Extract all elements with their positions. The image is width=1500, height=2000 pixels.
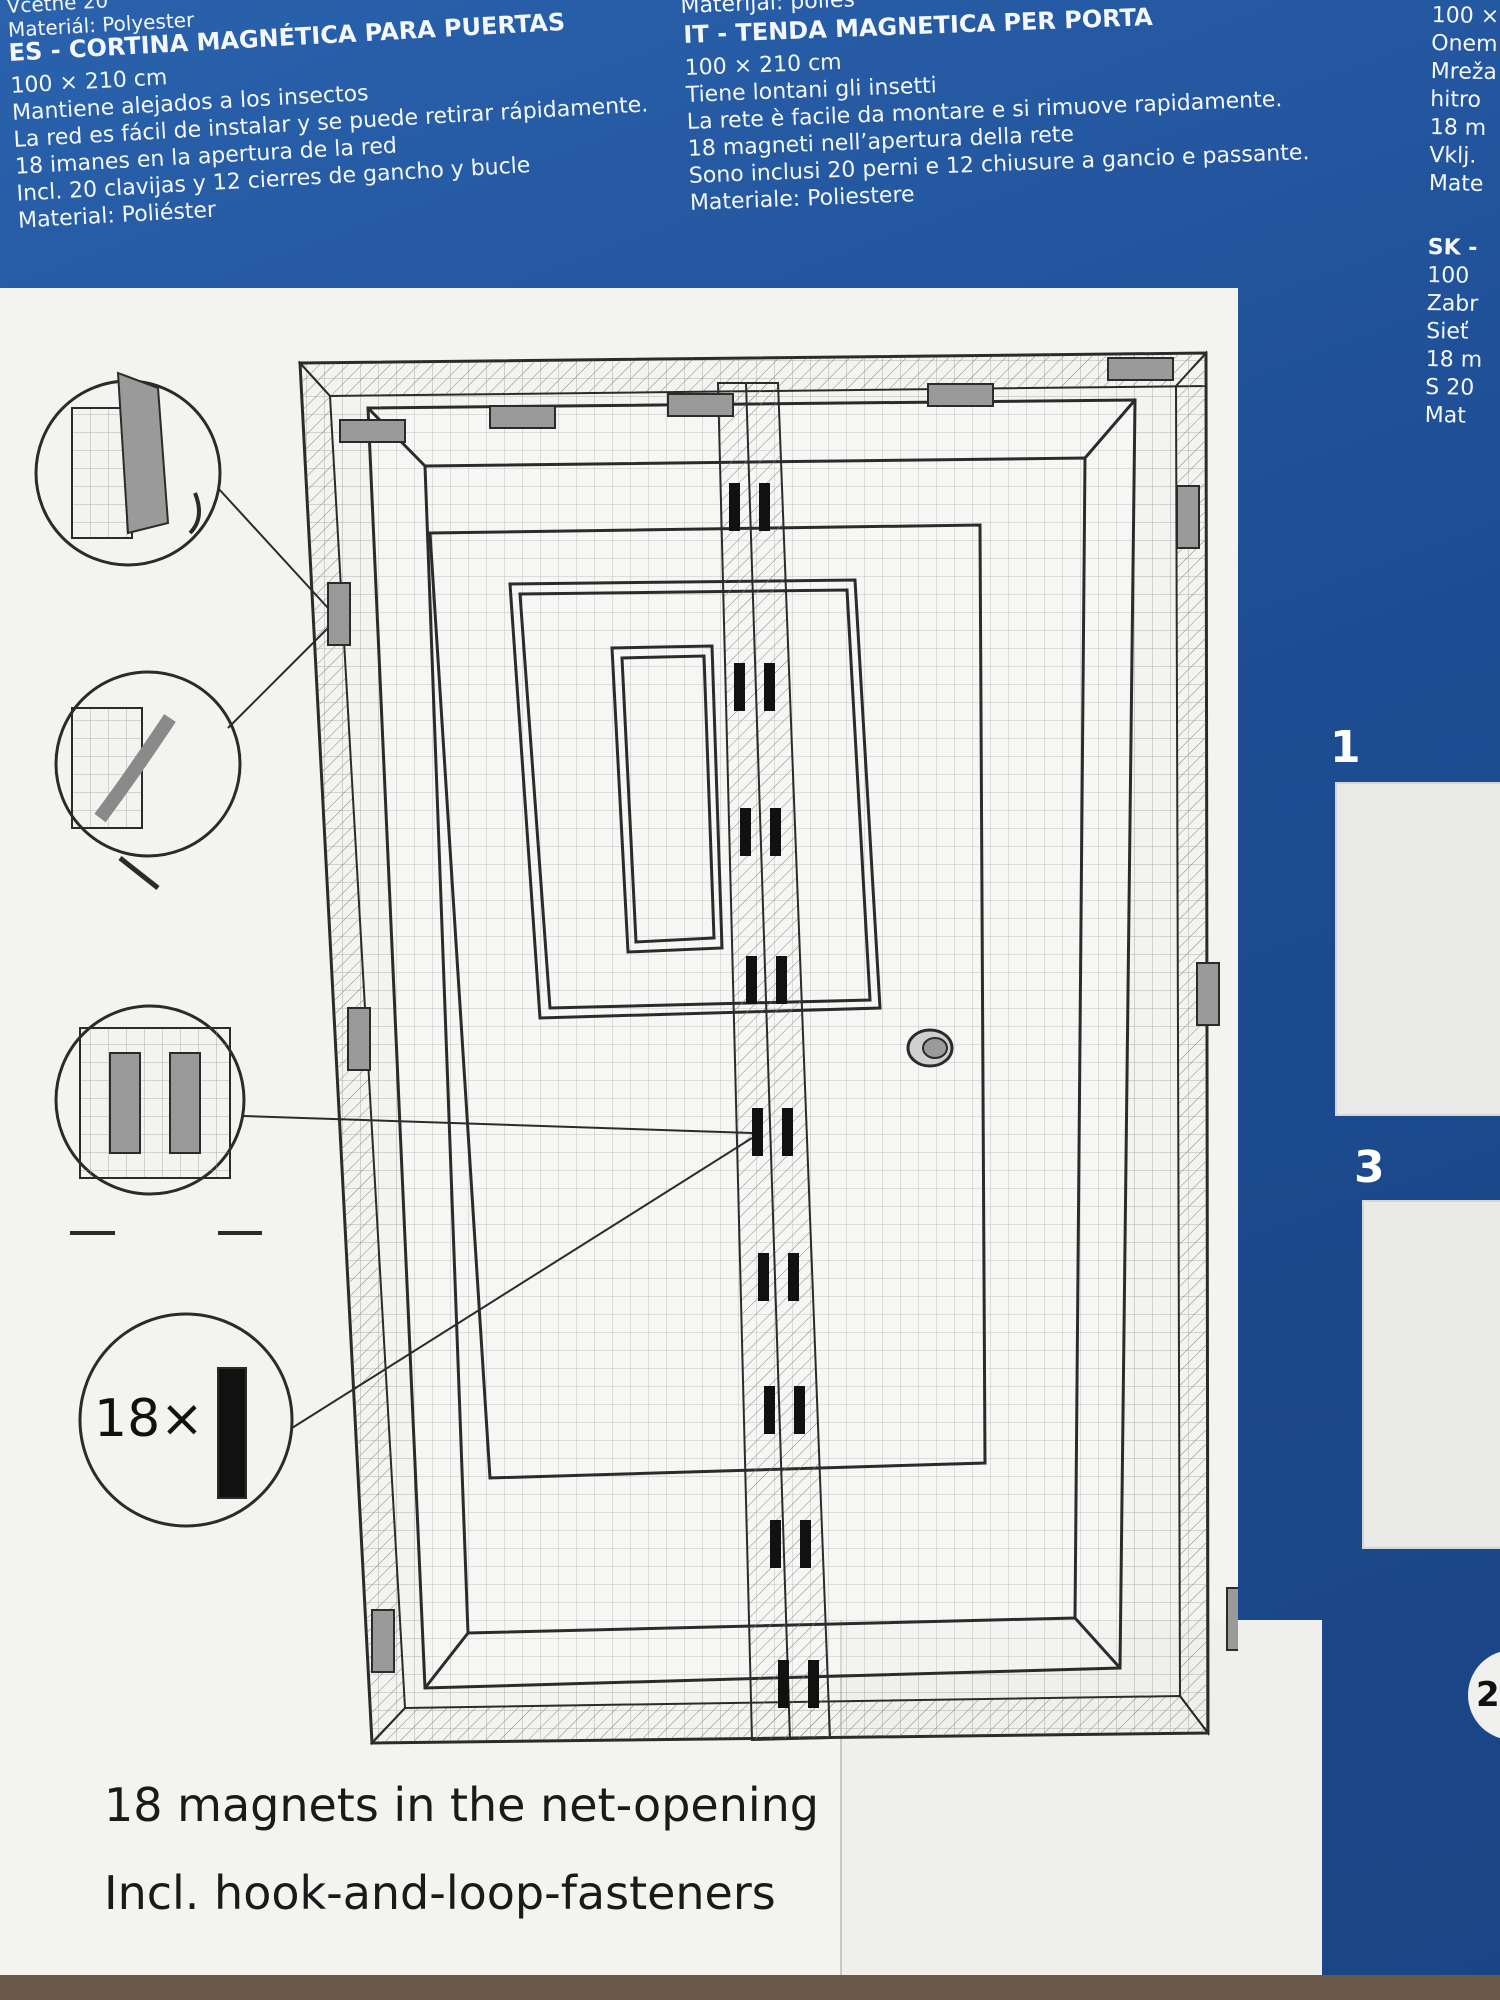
right-line: S 20 [1425,374,1475,401]
magnet [770,808,781,856]
magnet [776,956,787,1004]
leader-lines [217,487,753,1429]
magnet [800,1520,811,1568]
magnet [729,483,740,531]
right-line: Sieť [1426,318,1469,345]
magnets [729,483,819,1708]
magnet [778,1660,789,1708]
right-line: hitro [1430,86,1482,113]
right-line: 100 [1427,262,1470,289]
magnet [794,1386,805,1434]
caption-magnets: 18 magnets in the net-opening [104,1778,819,1832]
caption-fasteners: Incl. hook-and-loop-fasteners [104,1866,776,1920]
it-description: IT - TENDA MAGNETICA PER PORTA 100 × 210… [683,0,1311,217]
es-description: ES - CORTINA MAGNÉTICA PARA PUERTAS 100 … [8,5,653,235]
magnet [764,1386,775,1434]
magnet [758,1253,769,1301]
right-line: Zabr [1426,290,1479,317]
right-column-fragment: 100 × Onem Mreža hitro 18 m Vklj. Mate S… [1425,2,1500,431]
step-1-number: 1 [1330,722,1361,773]
magnet [740,808,751,856]
magnet-count-label: 18× [94,1389,204,1449]
right-line: 18 m [1425,346,1483,373]
step-3-number: 3 [1354,1142,1385,1193]
table-edge [0,1975,1500,2000]
magnet [782,1108,793,1156]
detail-drawings [70,371,262,1499]
right-line: Vklj. [1429,142,1477,169]
right-line: 100 × [1431,2,1500,30]
magnet [770,1520,781,1568]
door-knob [906,1028,954,1068]
right-line: Mreža [1430,58,1498,86]
step-3-illustration [1362,1200,1500,1549]
step-1-illustration [1335,782,1500,1116]
magnet [788,1253,799,1301]
door-curtain-diagram: 18× [34,350,1238,1746]
magnet [734,663,745,711]
magnet [746,956,757,1004]
magnet [808,1660,819,1708]
right-line: Onem [1431,30,1498,58]
magnet [764,663,775,711]
velcro-tabs [327,357,1238,1673]
magnet [752,1108,763,1156]
right-line: Mat [1424,402,1467,429]
right-line: Mate [1428,170,1484,197]
right-line: 18 m [1429,114,1487,141]
detail-callouts [34,379,294,1528]
magnet [759,483,770,531]
sk-heading: SK - [1427,234,1478,261]
